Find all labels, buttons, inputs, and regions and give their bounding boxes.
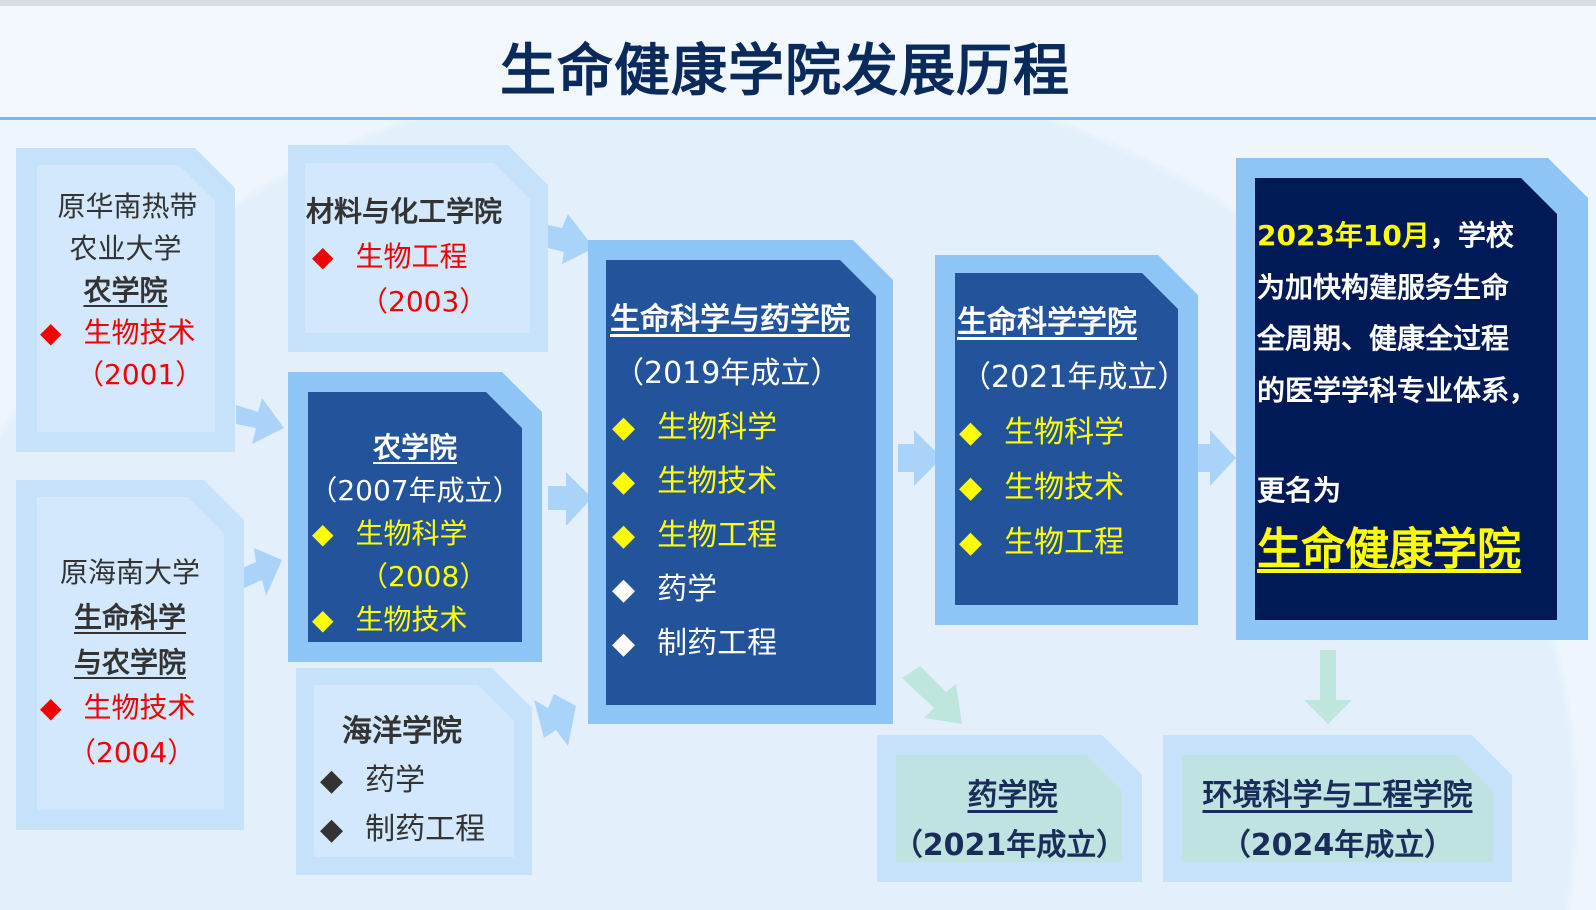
card-life-pharm-2019: 生命科学与药学院 （2019年成立） ◆生物科学 ◆生物技术 ◆生物工程 ◆药学… bbox=[588, 240, 893, 724]
description-text: 为加快构建服务生命 bbox=[1257, 270, 1510, 304]
card-env-sci: 环境科学与工程学院 （2024年成立） bbox=[1163, 735, 1512, 882]
diamond-bullet-icon: ◆ bbox=[320, 812, 344, 847]
top-bar bbox=[0, 0, 1596, 6]
arrow-icon bbox=[902, 666, 962, 724]
diamond-bullet-icon: ◆ bbox=[40, 691, 62, 724]
arrow-icon bbox=[548, 214, 594, 264]
major-year: （2001） bbox=[76, 358, 204, 391]
description-text: 的医学学科专业体系， bbox=[1257, 373, 1538, 407]
major-item: ◆生物工程 bbox=[288, 234, 548, 279]
diamond-bullet-icon: ◆ bbox=[320, 763, 344, 798]
college-name: 海洋学院 bbox=[342, 714, 462, 749]
major-item: ◆生物科学 bbox=[288, 512, 542, 555]
major-item: ◆生物技术 bbox=[288, 598, 542, 641]
college-name: 药学院 bbox=[967, 778, 1058, 813]
diamond-bullet-icon: ◆ bbox=[312, 517, 334, 550]
college-name: 材料与化工学院 bbox=[306, 195, 503, 228]
card-life-sci-2021: 生命科学学院 （2021年成立） ◆生物科学 ◆生物技术 ◆生物工程 bbox=[935, 255, 1198, 625]
founded-text: （2019年成立） bbox=[614, 356, 841, 391]
major-item: ◆生物工程 bbox=[588, 509, 893, 563]
major-item: ◆生物技术 bbox=[935, 460, 1198, 515]
major-item: ◆药学 bbox=[296, 756, 532, 805]
major-item: ◆生物科学 bbox=[935, 405, 1198, 460]
major-item: ◆生物技术 bbox=[16, 685, 244, 730]
college-name: 环境科学与工程学院 bbox=[1202, 778, 1473, 813]
college-name: 生命科学学院 bbox=[957, 305, 1137, 340]
diamond-bullet-icon: ◆ bbox=[612, 572, 636, 607]
arrow-icon bbox=[236, 398, 284, 444]
arrow-icon bbox=[534, 694, 576, 746]
college-name: 农学院 bbox=[83, 274, 168, 307]
college-name: 生命科学与药学院 bbox=[610, 302, 850, 337]
arrow-icon bbox=[898, 430, 942, 486]
description-text: ，学校 bbox=[1429, 219, 1514, 252]
arrow-icon bbox=[238, 548, 282, 596]
major-item: ◆生物工程 bbox=[935, 515, 1198, 570]
diamond-bullet-icon: ◆ bbox=[612, 518, 636, 553]
date-text: 2023年10月 bbox=[1257, 219, 1430, 252]
major-item: ◆生物技术 bbox=[588, 455, 893, 509]
founded-text: （2007年成立） bbox=[309, 474, 521, 507]
major-item: ◆制药工程 bbox=[296, 805, 532, 854]
major-item: ◆生物技术 bbox=[16, 312, 235, 354]
origin-text: 原海南大学 bbox=[59, 556, 200, 589]
diamond-bullet-icon: ◆ bbox=[959, 525, 983, 560]
card-pharmacy: 药学院 （2021年成立） bbox=[877, 735, 1142, 882]
rename-label: 更名为 bbox=[1257, 474, 1342, 507]
diamond-bullet-icon: ◆ bbox=[312, 240, 334, 273]
diamond-bullet-icon: ◆ bbox=[612, 626, 636, 661]
diamond-bullet-icon: ◆ bbox=[312, 603, 334, 636]
major-item: ◆药学 bbox=[588, 563, 893, 617]
major-item: ◆制药工程 bbox=[588, 617, 893, 671]
arrow-icon bbox=[1195, 430, 1236, 486]
major-year: （2004） bbox=[68, 736, 196, 769]
header-divider bbox=[0, 117, 1596, 120]
diamond-bullet-icon: ◆ bbox=[959, 470, 983, 505]
diamond-bullet-icon: ◆ bbox=[612, 464, 636, 499]
card-agri-2007: 农学院 （2007年成立） ◆生物科学 （2008） ◆生物技术 bbox=[288, 372, 542, 662]
college-name: 农学院 bbox=[372, 431, 457, 464]
major-year: （2003） bbox=[360, 285, 488, 318]
college-name: 生命科学 bbox=[73, 601, 186, 634]
card-rename-2023: 2023年10月，学校 为加快构建服务生命 全周期、健康全过程 的医学学科专业体… bbox=[1236, 158, 1588, 640]
description-text: 全周期、健康全过程 bbox=[1257, 322, 1510, 355]
major-year: （2008） bbox=[360, 560, 488, 593]
card-huanan-agri: 原华南热带 农业大学 农学院 ◆生物技术 （2001） bbox=[16, 148, 235, 452]
card-ocean: 海洋学院 ◆药学 ◆制药工程 bbox=[296, 668, 532, 875]
diamond-bullet-icon: ◆ bbox=[40, 316, 62, 349]
card-hainan-univ: 原海南大学 生命科学 与农学院 ◆生物技术 （2004） bbox=[16, 480, 244, 830]
college-name: 与农学院 bbox=[73, 646, 186, 679]
origin-text: 原华南热带 bbox=[57, 190, 198, 223]
major-item: ◆生物科学 bbox=[588, 401, 893, 455]
arrow-icon bbox=[548, 472, 592, 526]
new-college-name: 生命健康学院 bbox=[1257, 523, 1521, 575]
header bbox=[0, 6, 1596, 118]
card-materials-chem: 材料与化工学院 ◆生物工程 （2003） bbox=[288, 145, 548, 352]
diamond-bullet-icon: ◆ bbox=[612, 410, 636, 445]
founded-text: （2021年成立） bbox=[892, 828, 1127, 863]
founded-text: （2024年成立） bbox=[1220, 828, 1455, 863]
diamond-bullet-icon: ◆ bbox=[959, 415, 983, 450]
page-title: 生命健康学院发展历程 bbox=[500, 39, 1070, 104]
arrow-icon bbox=[1304, 650, 1352, 724]
founded-text: （2021年成立） bbox=[961, 360, 1188, 395]
origin-text: 农业大学 bbox=[69, 232, 182, 265]
